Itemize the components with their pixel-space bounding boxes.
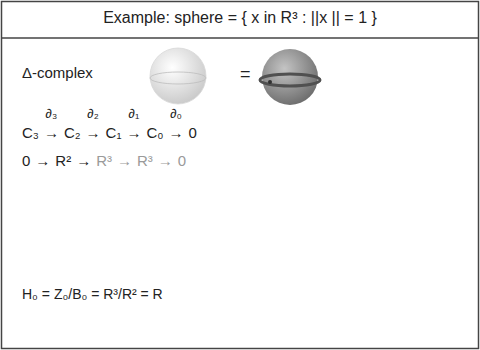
equals-sign: = (240, 64, 251, 85)
boundary-map: ∂₁ (129, 107, 140, 122)
boundary-map: ∂₀ (170, 107, 182, 122)
boundary-map: ∂₂ (87, 107, 98, 122)
chain-group: → (117, 152, 132, 169)
chain-term: 0 (189, 124, 197, 141)
chain-group: → (158, 152, 173, 169)
chain-term: → (44, 124, 59, 141)
chain-group: 0 (178, 152, 186, 169)
light-sphere (150, 48, 206, 104)
homology-formula: H₀ = Z₀/B₀ = R³/R² = R (22, 286, 163, 302)
chain-group: R² (55, 152, 71, 169)
chain-term: C₃ (22, 124, 39, 141)
chain-term: C₁ (106, 124, 122, 141)
boundary-map: ∂₃ (46, 107, 58, 122)
chain-term: → (127, 124, 142, 141)
slide-title: Example: sphere = { x in R³ : ||x || = 1… (0, 9, 480, 27)
chain-term: → (86, 124, 101, 141)
chain-group: R³ (96, 152, 112, 169)
chain-group: → (35, 152, 50, 169)
chain-group: 0 (22, 152, 30, 169)
chain-term: C₀ (147, 124, 164, 141)
chain-term: → (169, 124, 184, 141)
chain-group: → (76, 152, 91, 169)
chain-term: C₂ (64, 124, 81, 141)
chain-group: R³ (137, 152, 153, 169)
complex-label: Δ-complex (22, 64, 93, 81)
dark-sphere (260, 49, 320, 105)
title-rule (2, 37, 479, 39)
